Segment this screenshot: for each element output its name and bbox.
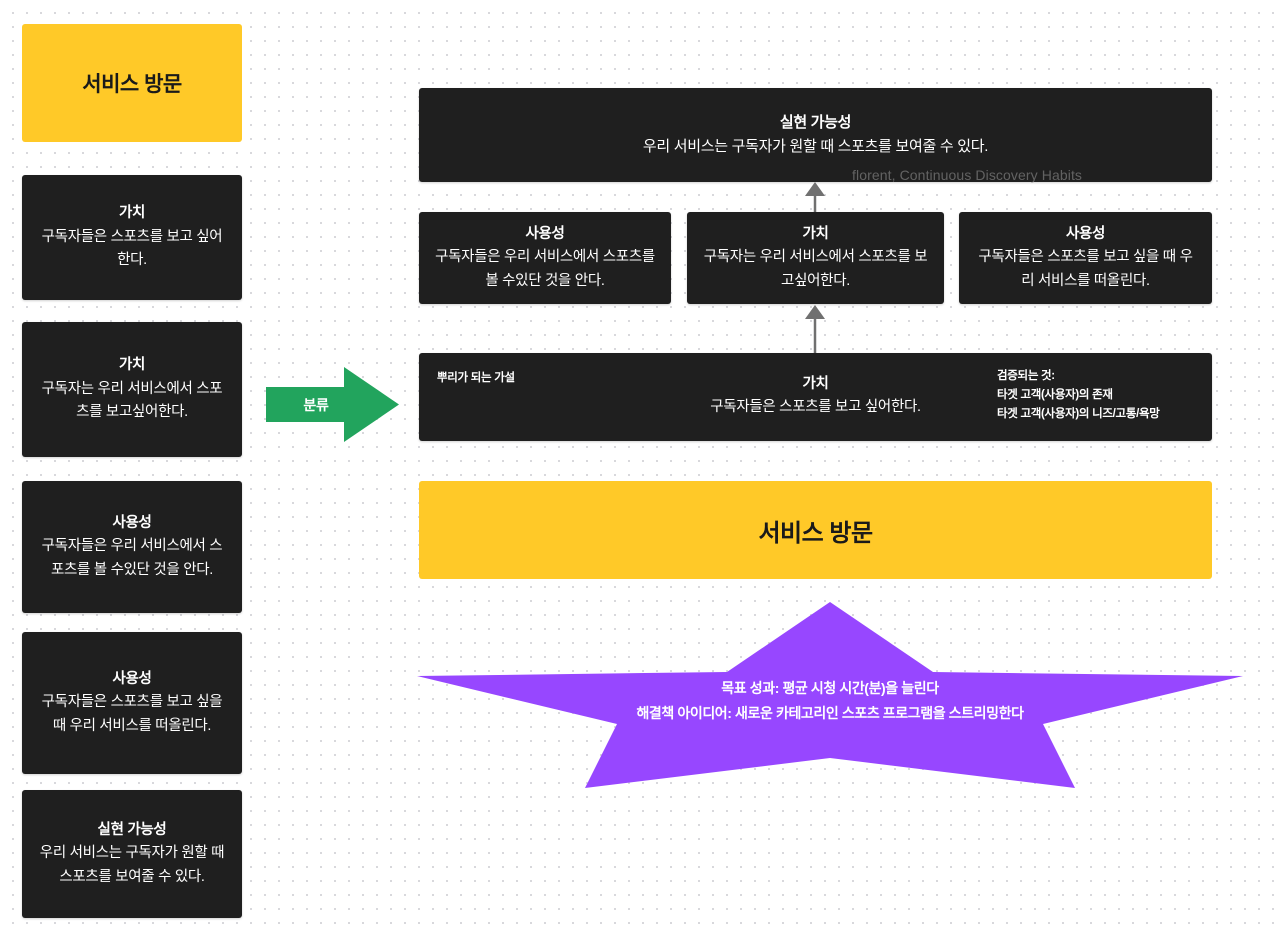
card-title: 사용성 [112, 670, 152, 687]
card-body: 구독자들은 스포츠를 보고 싶어한다. [710, 399, 921, 416]
left-column-header[interactable]: 서비스 방문 [22, 24, 242, 142]
card-body: 구독자들은 스포츠를 보고 싶을 때 우리 서비스를 떠올린다. [41, 694, 223, 734]
card-body: 구독자들은 스포츠를 보고 싶어한다. [41, 228, 223, 269]
arrow-up-icon [805, 182, 825, 214]
outcome-banner[interactable]: 서비스 방문 [419, 481, 1212, 579]
validation-notes-item-1: 타겟 고객(사용자)의 존재 [997, 388, 1113, 401]
validation-notes: 검증되는 것: 타겟 고객(사용자)의 존재 타겟 고객(사용자)의 니즈/고통… [997, 367, 1160, 424]
card-title: 가치 [802, 225, 829, 242]
root-hypothesis-content: 가치 구독자들은 스포츠를 보고 싶어한다. [419, 373, 1212, 420]
list-item[interactable]: 가치 구독자는 우리 서비스에서 스포츠를 보고싶어한다. [22, 322, 242, 457]
card-body: 우리 서비스는 구독자가 원할 때 스포츠를 보여줄 수 있다. [642, 137, 989, 155]
card-body: 구독자는 우리 서비스에서 스포츠를 보고싶어한다. [41, 380, 223, 421]
watermark-text: florent, Continuous Discovery Habits [852, 167, 1083, 183]
hypothesis-card-value[interactable]: 가치 구독자는 우리 서비스에서 스포츠를 보고싶어한다. [687, 212, 944, 304]
validation-notes-item-2: 타겟 고객(사용자)의 니즈/고통/욕망 [997, 407, 1160, 420]
card-title: 실현 가능성 [779, 113, 852, 131]
classification-arrow[interactable]: 분류 [266, 367, 399, 442]
card-title: 실현 가능성 [97, 821, 167, 838]
card-title: 가치 [802, 376, 829, 392]
card-title: 사용성 [112, 514, 152, 531]
card-title: 사용성 [1065, 225, 1106, 242]
card-title: 사용성 [525, 225, 565, 242]
validation-notes-heading: 검증되는 것: [997, 370, 1055, 382]
card-body: 구독자들은 우리 서비스에서 스포츠를 볼 수있단 것을 안다. [435, 249, 655, 289]
arrow-up-icon [805, 305, 825, 355]
card-body: 구독자들은 스포츠를 보고 싶을 때 우리 서비스를 떠올린다. [978, 249, 1193, 289]
card-body: 구독자들은 우리 서비스에서 스포츠를 볼 수있단 것을 안다. [41, 538, 223, 578]
connector-arrow-up [797, 180, 833, 214]
list-item[interactable]: 사용성 구독자들은 스포츠를 보고 싶을 때 우리 서비스를 떠올린다. [22, 632, 242, 774]
root-hypothesis-card[interactable]: 뿌리가 되는 가설 가치 구독자들은 스포츠를 보고 싶어한다. 검증되는 것:… [419, 353, 1212, 441]
connector-arrow-up [797, 303, 833, 355]
root-hypothesis-label: 뿌리가 되는 가설 [437, 372, 515, 384]
star-icon [417, 602, 1243, 788]
list-item[interactable]: 가치 구독자들은 스포츠를 보고 싶어한다. [22, 175, 242, 300]
hypothesis-card-usability-1[interactable]: 사용성 구독자들은 우리 서비스에서 스포츠를 볼 수있단 것을 안다. [419, 212, 671, 304]
card-title: 가치 [118, 357, 146, 374]
card-body: 우리 서비스는 구독자가 원할 때 스포츠를 보여줄 수 있다. [39, 845, 225, 885]
card-title: 가치 [118, 205, 146, 222]
card-body: 구독자는 우리 서비스에서 스포츠를 보고싶어한다. [703, 249, 928, 289]
hypothesis-card-feasibility[interactable]: 실현 가능성 우리 서비스는 구독자가 원할 때 스포츠를 보여줄 수 있다. [419, 88, 1212, 182]
right-arrow-icon [266, 367, 399, 442]
star-callout[interactable]: 목표 성과: 평균 시청 시간(분)을 늘린다 해결책 아이디어: 새로운 카테… [415, 598, 1245, 793]
hypothesis-card-usability-2[interactable]: 사용성 구독자들은 스포츠를 보고 싶을 때 우리 서비스를 떠올린다. [959, 212, 1212, 304]
list-item[interactable]: 사용성 구독자들은 우리 서비스에서 스포츠를 볼 수있단 것을 안다. [22, 481, 242, 613]
list-item[interactable]: 실현 가능성 우리 서비스는 구독자가 원할 때 스포츠를 보여줄 수 있다. [22, 790, 242, 918]
